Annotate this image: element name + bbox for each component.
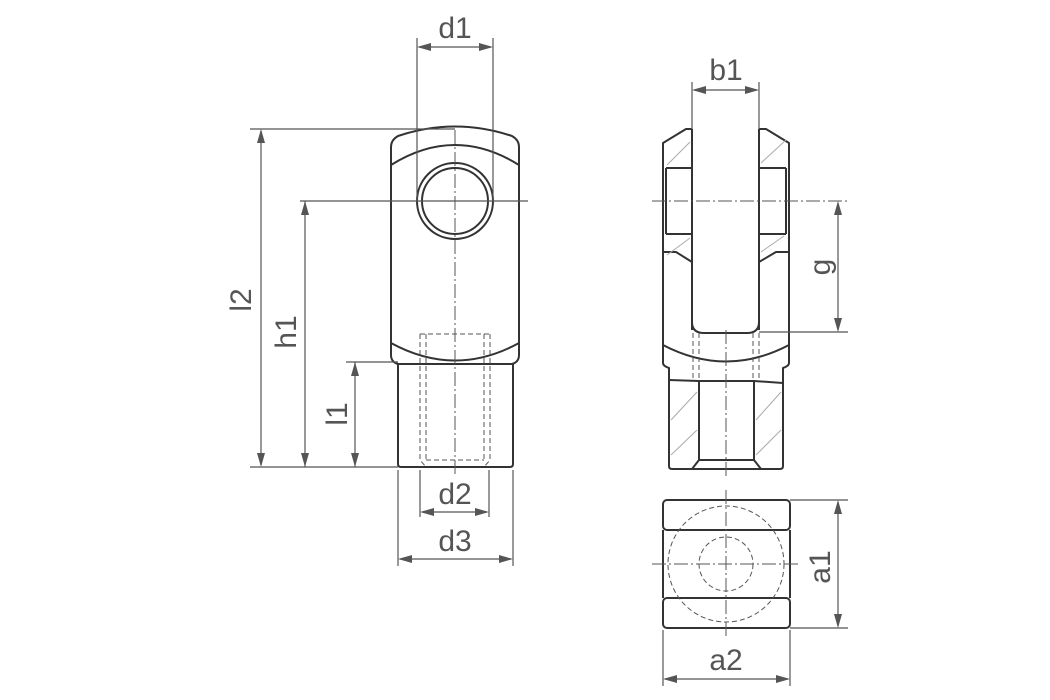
label-d3: d3	[438, 525, 471, 558]
label-a2: a2	[709, 644, 742, 677]
front-view-dimensions	[250, 38, 514, 566]
label-b1: b1	[709, 54, 742, 87]
label-g: g	[804, 259, 837, 276]
side-view-dimensions	[691, 82, 848, 333]
label-l1: l1	[321, 402, 354, 425]
bottom-view	[652, 490, 800, 637]
label-h1: h1	[270, 315, 303, 348]
label-d2: d2	[438, 478, 471, 511]
label-l2: l2	[225, 288, 258, 311]
label-a1: a1	[804, 550, 837, 583]
bottom-view-dimensions	[662, 499, 848, 686]
label-d1: d1	[438, 12, 471, 45]
side-view	[652, 128, 848, 478]
